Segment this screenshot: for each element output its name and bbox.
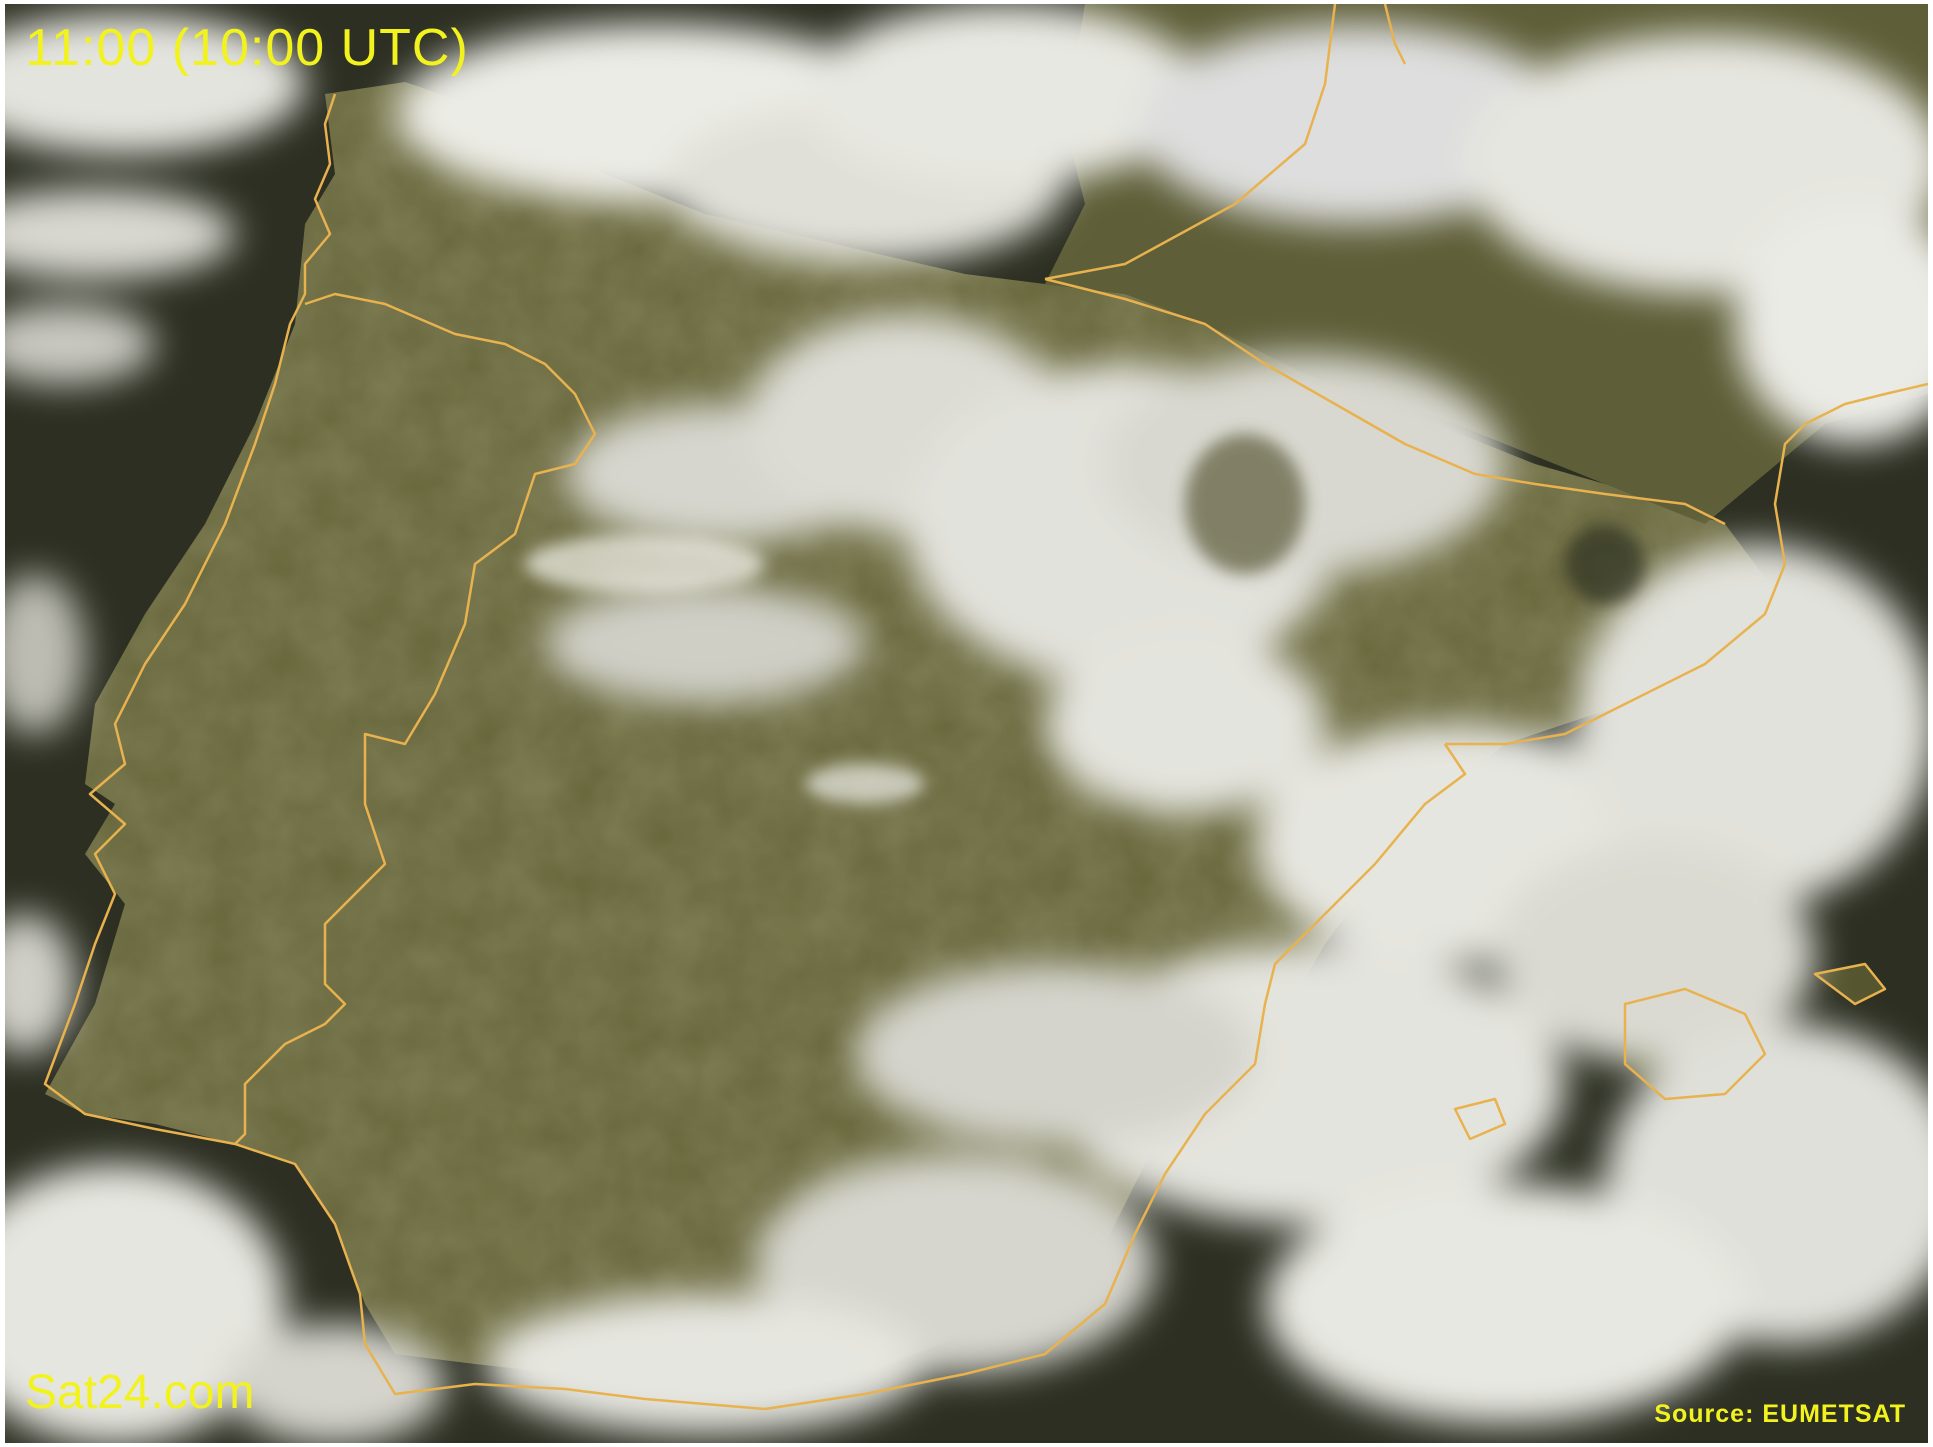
satellite-image bbox=[5, 4, 1928, 1443]
brand-label: Sat24.com bbox=[25, 1366, 255, 1419]
island-menorca bbox=[1815, 964, 1885, 1004]
source-credit: Source: EUMETSAT bbox=[1654, 1400, 1906, 1428]
cloud-layer bbox=[5, 4, 1928, 1443]
timestamp-label: 11:00 (10:00 UTC) bbox=[25, 19, 469, 77]
satellite-map[interactable]: 11:00 (10:00 UTC) Sat24.com Source: EUME… bbox=[5, 4, 1928, 1443]
country-borders bbox=[43, 4, 1928, 1411]
